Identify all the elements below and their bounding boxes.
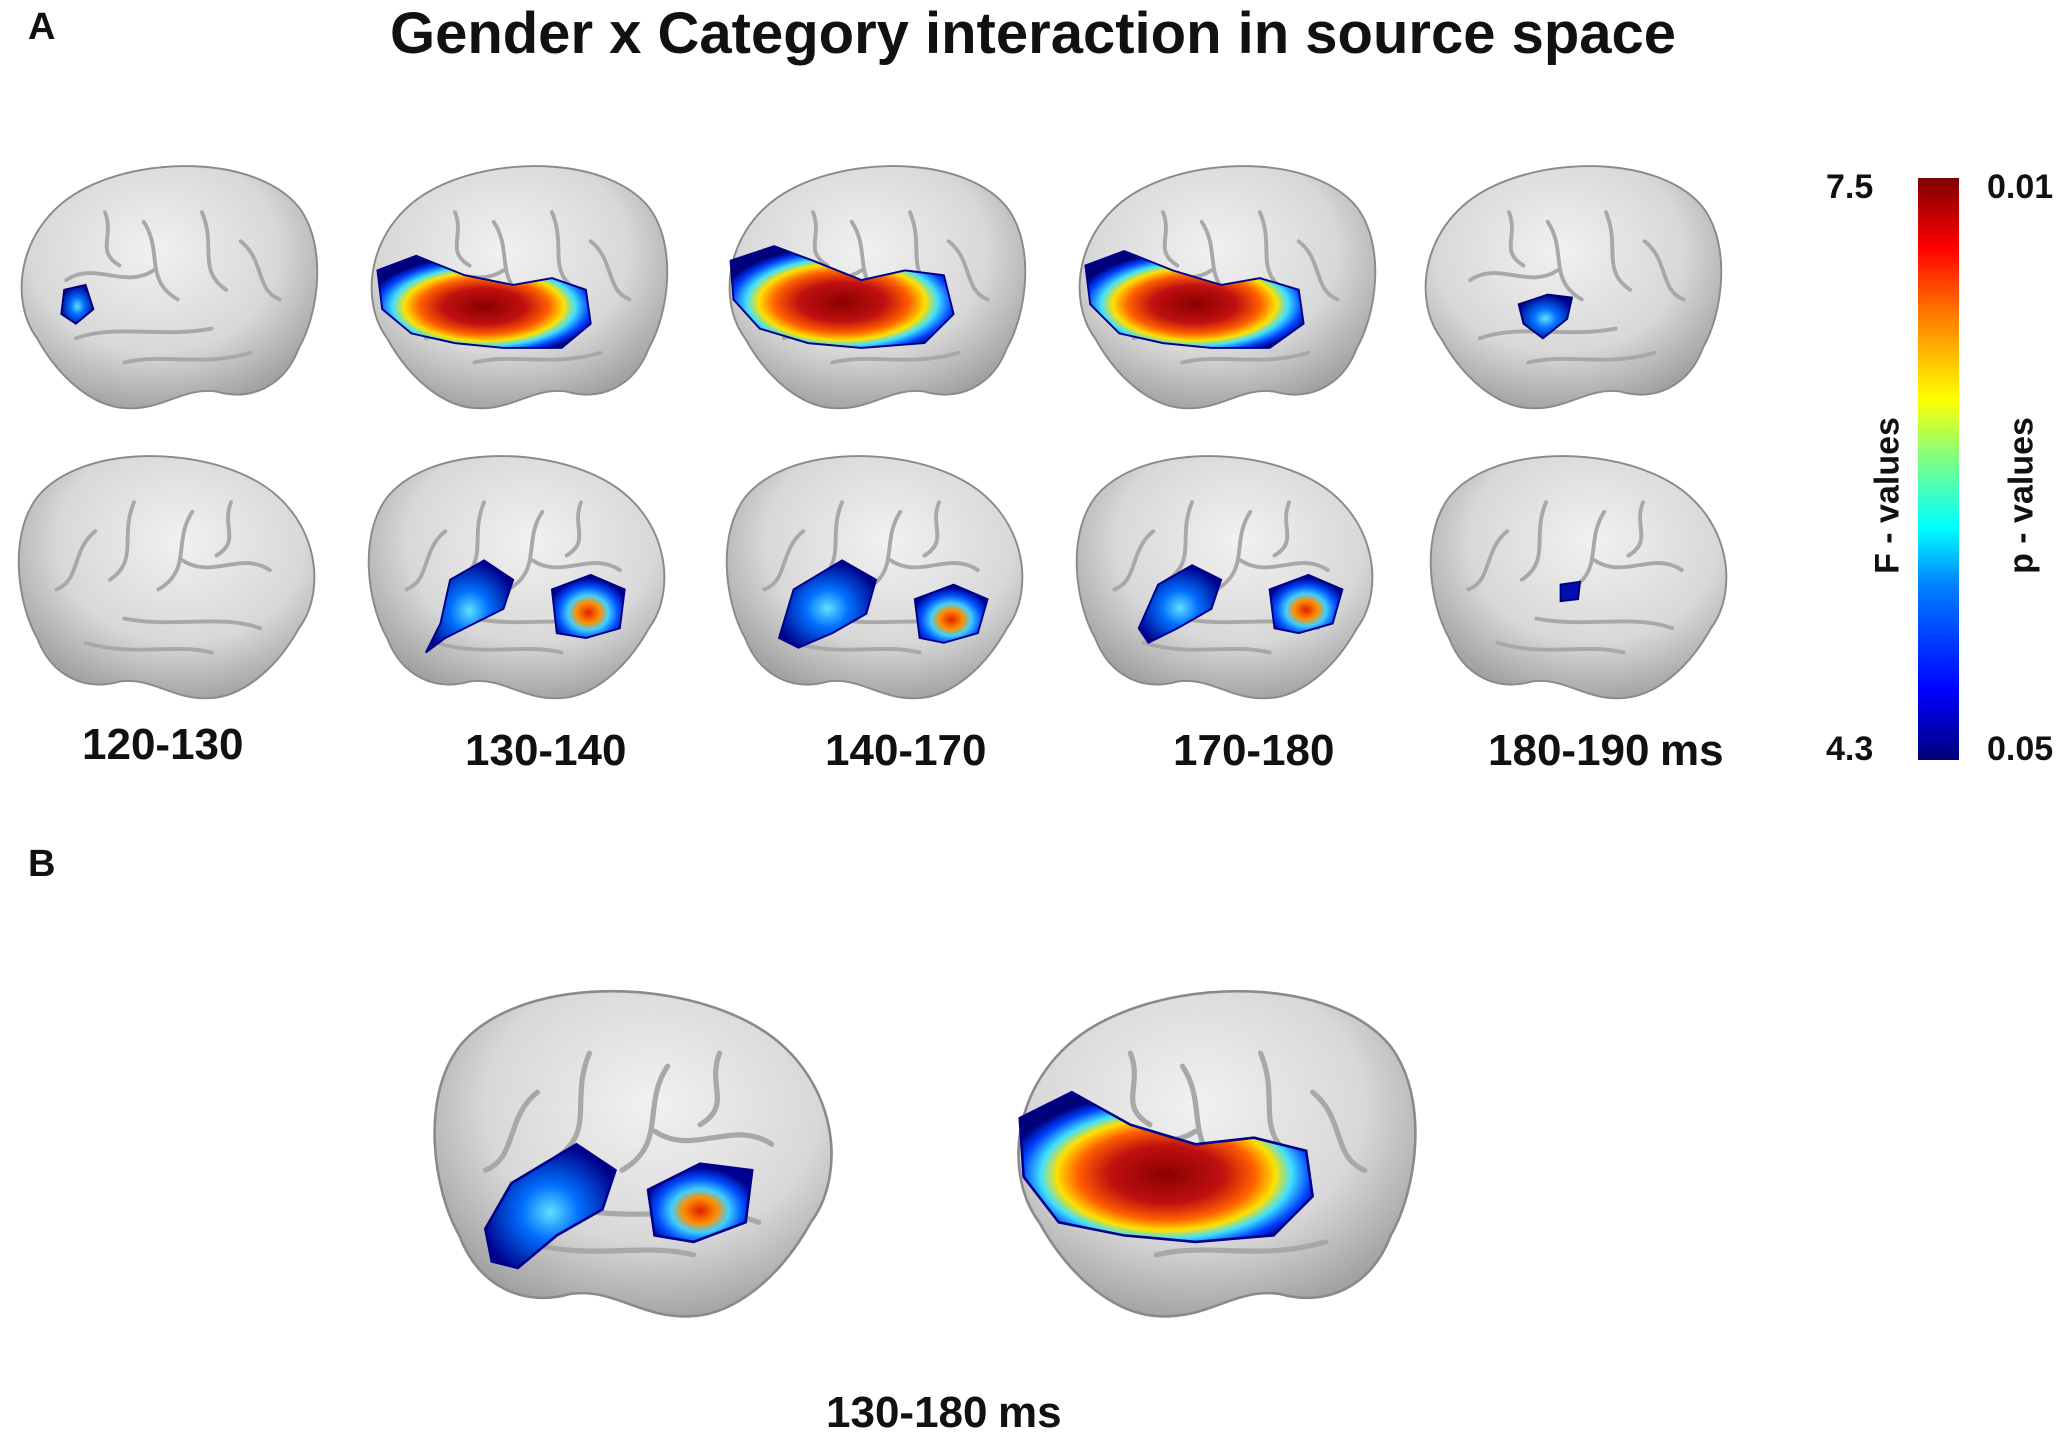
f-value-min: 4.3	[1826, 730, 1874, 768]
colorbar	[1918, 178, 1959, 760]
brain-rh-170-180	[1074, 454, 1375, 701]
brain-lh-140-170	[727, 164, 1028, 411]
panel-b-time-unit: ms	[998, 1388, 1062, 1437]
brain-rh-180-190	[1428, 454, 1729, 701]
brain-lh-120-130	[19, 164, 320, 411]
panel-b-time-label: 130-180	[826, 1388, 988, 1437]
time-label-170-180: 170-180	[1173, 726, 1335, 775]
time-label-120-130: 120-130	[82, 720, 244, 769]
time-label-180-190: 180-190	[1488, 726, 1650, 775]
brain-lh-130-180	[950, 975, 1480, 1320]
time-unit-label: ms	[1660, 726, 1724, 775]
figure-title: Gender x Category interaction in source …	[389, 1, 1677, 66]
f-values-axis-label: F - values	[1868, 417, 1907, 574]
brain-lh-130-140	[369, 164, 670, 411]
brain-lh-180-190	[1423, 164, 1724, 411]
p-value-max: 0.01	[1987, 168, 2054, 206]
p-value-min: 0.05	[1987, 730, 2054, 768]
brain-rh-130-180	[370, 975, 900, 1320]
brain-rh-130-140	[366, 454, 667, 701]
time-label-130-140: 130-140	[465, 726, 627, 775]
brain-rh-140-170	[724, 454, 1025, 701]
f-value-max: 7.5	[1826, 168, 1874, 206]
p-values-axis-label: p - values	[2002, 417, 2041, 574]
time-label-140-170: 140-170	[825, 726, 987, 775]
brain-rh-120-130	[16, 454, 317, 701]
brain-lh-170-180	[1077, 164, 1378, 411]
panel-a-label: A	[28, 6, 56, 48]
panel-b-label: B	[28, 843, 56, 885]
